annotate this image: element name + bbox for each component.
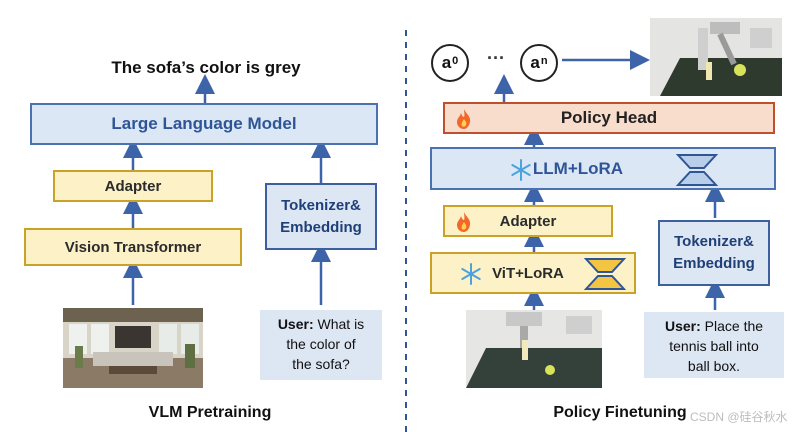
right-tokenizer-line1: Tokenizer& bbox=[674, 233, 754, 250]
left-query-line3: the sofa? bbox=[292, 356, 350, 372]
right-adapter-label: Adapter bbox=[499, 212, 557, 230]
left-query-line1: What is bbox=[313, 316, 365, 332]
adapter-label: Adapter bbox=[104, 177, 162, 195]
right-adapter-block: Adapter bbox=[443, 205, 613, 237]
vit-lora-block: ViT+LoRA bbox=[430, 252, 636, 294]
right-user-query: User: Place the tennis ball into ball bo… bbox=[644, 312, 784, 378]
vision-transformer-label: Vision Transformer bbox=[64, 238, 202, 256]
robot-scene-image bbox=[466, 310, 602, 388]
action-a0-base: a bbox=[441, 53, 452, 72]
living-room-image bbox=[63, 308, 203, 388]
action-ellipsis: ··· bbox=[487, 48, 505, 68]
snowflake-icon bbox=[510, 159, 532, 181]
tokenizer-line1: Tokenizer& bbox=[281, 196, 361, 214]
snowflake-icon bbox=[460, 263, 482, 285]
llm-lora-label: LLM+LoRA bbox=[532, 158, 624, 178]
policy-head-block: Policy Head bbox=[443, 102, 775, 134]
left-query-line2: the color of bbox=[286, 336, 356, 352]
fire-icon bbox=[455, 108, 473, 130]
lora-hourglass-icon bbox=[584, 258, 626, 290]
adapter-block: Adapter bbox=[53, 170, 213, 202]
right-query-user-label: User: bbox=[664, 318, 701, 334]
right-query-line3: ball box. bbox=[687, 358, 741, 374]
llm-lora-block: LLM+LoRA bbox=[430, 147, 776, 190]
action-an-sup: n bbox=[540, 55, 548, 67]
right-tokenizer-embedding-block: Tokenizer& Embedding bbox=[658, 220, 770, 286]
right-query-line1: Place the bbox=[700, 318, 764, 334]
right-tokenizer-line2: Embedding bbox=[673, 255, 755, 272]
lora-hourglass-icon bbox=[676, 154, 718, 186]
vit-lora-label: ViT+LoRA bbox=[492, 264, 564, 282]
left-user-query: User: What is the color of the sofa? bbox=[260, 310, 382, 380]
tokenizer-line2: Embedding bbox=[280, 218, 362, 236]
right-query-line2: tennis ball into bbox=[669, 338, 759, 354]
fire-icon bbox=[455, 211, 473, 233]
tokenizer-embedding-block: Tokenizer& Embedding bbox=[265, 183, 377, 250]
policy-head-label: Policy Head bbox=[560, 108, 658, 127]
large-language-model-block: Large Language Model bbox=[30, 103, 378, 145]
policy-finetuning-caption: Policy Finetuning bbox=[553, 404, 687, 421]
large-language-model-label: Large Language Model bbox=[111, 114, 297, 133]
vision-transformer-block: Vision Transformer bbox=[24, 228, 242, 266]
robot-result-image bbox=[650, 18, 782, 96]
action-an-base: a bbox=[530, 53, 540, 72]
watermark: CSDN @硅谷秋水 bbox=[690, 410, 788, 424]
left-query-user-label: User: bbox=[277, 316, 314, 332]
action-a0-sup: 0 bbox=[452, 55, 459, 67]
vlm-output-text: The sofa’s color is grey bbox=[111, 58, 301, 77]
vlm-pretraining-caption: VLM Pretraining bbox=[148, 404, 272, 421]
